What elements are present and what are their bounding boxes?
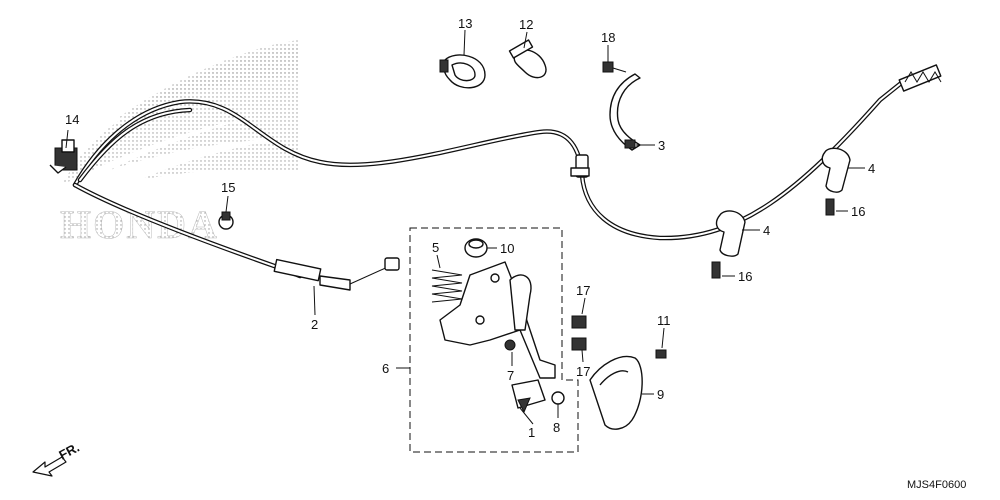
callout-5: 5 (432, 240, 439, 255)
part-1-switch (511, 379, 546, 414)
callout-17-lower: 17 (576, 364, 590, 379)
part-13-band (439, 54, 486, 89)
callout-16-upper: 16 (851, 204, 865, 219)
callout-11: 11 (657, 313, 671, 328)
part-18-bolt (602, 61, 627, 73)
callout-12: 12 (519, 17, 533, 32)
part-4-bracket-lower (715, 210, 746, 257)
part-8-nut (551, 391, 565, 405)
front-direction-indicator: FR. (32, 440, 82, 477)
callout-6: 6 (382, 361, 389, 376)
part-16-bolt-upper (825, 198, 835, 216)
callout-9: 9 (657, 387, 664, 402)
callout-7: 7 (507, 368, 514, 383)
callout-13: 13 (458, 16, 472, 31)
part-5-spring (431, 269, 463, 303)
part-17-bolt-lower (571, 337, 587, 351)
part-3-bracket (609, 73, 641, 151)
leader-lines (65, 29, 865, 425)
parking-brake-cable (72, 64, 942, 291)
pedal-bracket-assembly (439, 261, 556, 379)
callout-15: 15 (221, 180, 235, 195)
callout-8: 8 (553, 420, 560, 435)
callout-17-upper: 17 (576, 283, 590, 298)
diagram-code: MJS4F0600 (907, 479, 966, 491)
callout-18: 18 (601, 30, 615, 45)
front-arrow-icon (32, 456, 67, 477)
callout-3: 3 (658, 138, 665, 153)
part-14-clip (49, 139, 78, 174)
callout-16-lower: 16 (738, 269, 752, 284)
callout-4-upper: 4 (868, 161, 875, 176)
wing-logo-watermark: HONDA (60, 40, 300, 247)
callout-14: 14 (65, 112, 79, 127)
part-9-pedal-pad (589, 355, 643, 430)
part-17-bolt-upper (571, 315, 587, 329)
part-12-tie (508, 39, 547, 79)
svg-text:HONDA: HONDA (60, 202, 219, 247)
callout-1: 1 (528, 425, 535, 440)
callout-10: 10 (500, 241, 514, 256)
part-16-bolt-lower (711, 261, 721, 279)
part-4-bracket-upper (821, 147, 851, 193)
part-11-screw (655, 349, 667, 359)
part-10-cap (464, 238, 488, 258)
callout-4-lower: 4 (763, 223, 770, 238)
part-15-clip (218, 211, 234, 230)
assembly-box (409, 227, 579, 453)
callout-2: 2 (311, 317, 318, 332)
